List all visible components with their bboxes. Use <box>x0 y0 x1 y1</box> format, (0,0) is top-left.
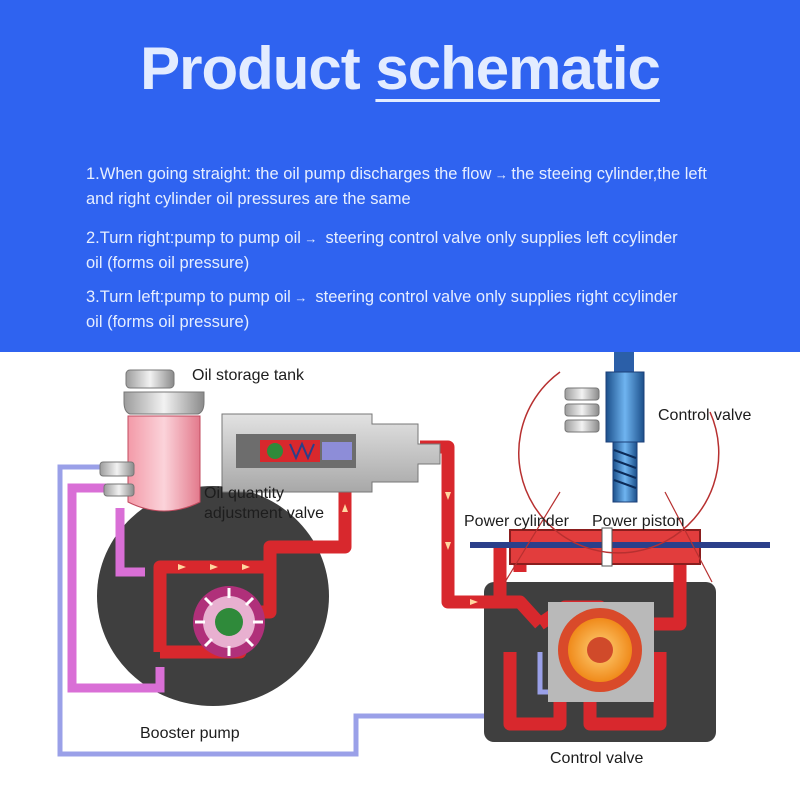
valve-spool <box>564 387 600 433</box>
label-control-valve-top: Control valve <box>658 407 752 424</box>
label-oil-storage-tank: Oil storage tank <box>192 367 305 384</box>
oil-quantity-adjustment-valve <box>221 413 441 493</box>
page-title: Product schematic <box>0 34 800 103</box>
label-power-cylinder: Power cylinder <box>464 513 569 530</box>
arrow-right-icon: → <box>304 231 318 246</box>
oil-storage-tank <box>99 369 205 512</box>
suction-line <box>67 483 165 693</box>
label-control-valve-bottom: Control valve <box>550 750 644 767</box>
description-1-prefix: 1.When going straight: the oil pump disc… <box>86 165 492 183</box>
control-valve-rotor <box>548 602 654 702</box>
title-part-2: schematic <box>375 35 660 102</box>
label-oil-quantity-line2: adjustment valve <box>204 505 325 522</box>
description-3: 3.Turn left:pump to pump oil→ steering c… <box>86 285 746 334</box>
label-power-piston: Power piston <box>592 513 685 530</box>
description-2-prefix: 2.Turn right:pump to pump oil <box>86 229 301 247</box>
description-1: 1.When going straight: the oil pump disc… <box>86 162 746 211</box>
hydraulic-schematic <box>57 352 770 757</box>
control-valve-detail <box>504 352 720 583</box>
booster-pump-vanes <box>195 588 263 656</box>
arrow-right-icon: → <box>294 290 308 305</box>
title-part-1: Product <box>140 35 376 102</box>
description-2-line2: oil (forms oil pressure) <box>86 254 250 272</box>
description-1-suffix: the steeing cylinder,the left <box>511 165 707 183</box>
arrow-right-icon: → <box>494 167 508 182</box>
description-3-line2: oil (forms oil pressure) <box>86 313 250 331</box>
label-oil-quantity-line1: Oil quantity <box>204 485 285 502</box>
description-3-suffix: steering control valve only supplies rig… <box>310 288 678 306</box>
power-cylinder <box>470 527 770 567</box>
description-1-line2: and right cylinder oil pressures are the… <box>86 190 411 208</box>
description-3-prefix: 3.Turn left:pump to pump oil <box>86 288 291 306</box>
description-2: 2.Turn right:pump to pump oil→ steering … <box>86 226 746 275</box>
label-booster-pump: Booster pump <box>140 725 240 742</box>
header-banner <box>0 0 800 352</box>
description-2-suffix: steering control valve only supplies lef… <box>320 229 678 247</box>
